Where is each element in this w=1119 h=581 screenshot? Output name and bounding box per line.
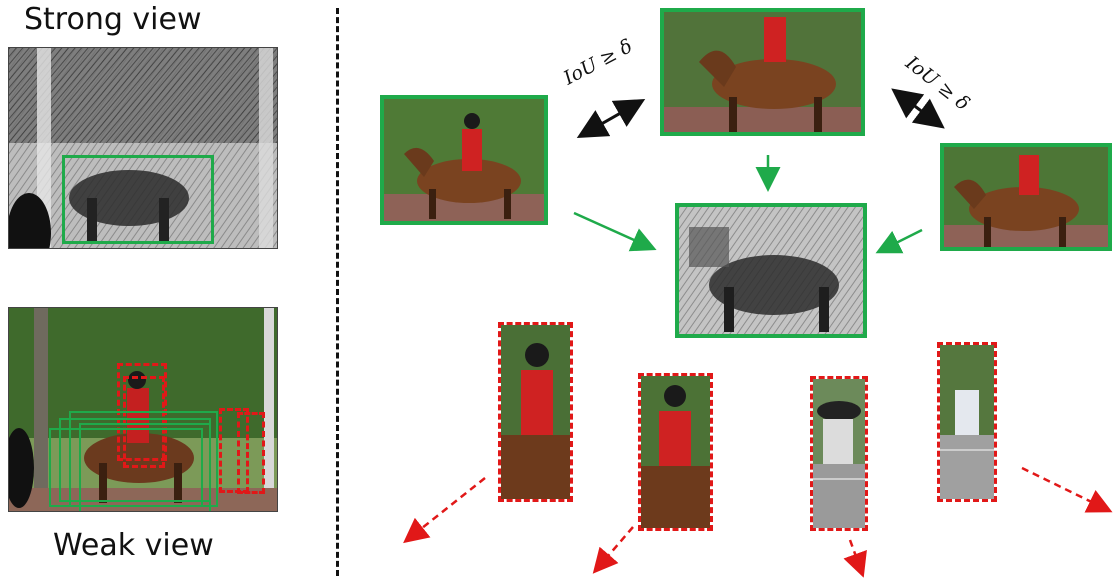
strong-positive-crop — [675, 203, 867, 338]
weak-neg-box-4 — [237, 412, 265, 494]
weak-pos-box-4 — [79, 423, 211, 511]
weak-view-image — [8, 307, 278, 512]
weak-neg-box-2 — [123, 376, 165, 468]
spectators-image — [940, 345, 994, 499]
iou-arrow-right — [891, 88, 945, 129]
strong-view-texture — [9, 48, 277, 248]
red-arrow-4 — [1021, 466, 1113, 513]
spectators-image — [813, 379, 865, 528]
negative-crop-4 — [937, 342, 997, 502]
positive-crop-top — [660, 8, 865, 136]
red-arrow-1 — [403, 477, 486, 544]
red-arrow-3 — [843, 539, 867, 578]
horse-rider-image — [384, 99, 544, 221]
strong-view-image — [8, 47, 278, 249]
iou-arrow-left — [576, 99, 646, 138]
green-arrow-left — [573, 211, 657, 252]
weak-neg-box-3 — [219, 408, 249, 493]
positive-crop-right — [940, 143, 1112, 251]
horse-rider-image — [664, 12, 861, 132]
strong-view-box — [62, 155, 214, 244]
negative-crop-3 — [810, 376, 868, 531]
strong-view-label: Strong view — [24, 2, 202, 37]
rider-image — [641, 376, 710, 528]
positive-crop-left — [380, 95, 548, 225]
grayscale-horse-image — [679, 207, 863, 334]
weak-pos-box-3 — [69, 411, 218, 507]
green-arrow-right — [875, 228, 923, 254]
rider-image — [501, 325, 570, 499]
negative-crop-1 — [498, 322, 573, 502]
horse-rider-image — [944, 147, 1108, 247]
negative-crop-2 — [638, 373, 713, 531]
dashed-divider — [336, 8, 339, 576]
red-arrow-2 — [592, 526, 634, 574]
weak-view-label: Weak view — [53, 528, 214, 563]
